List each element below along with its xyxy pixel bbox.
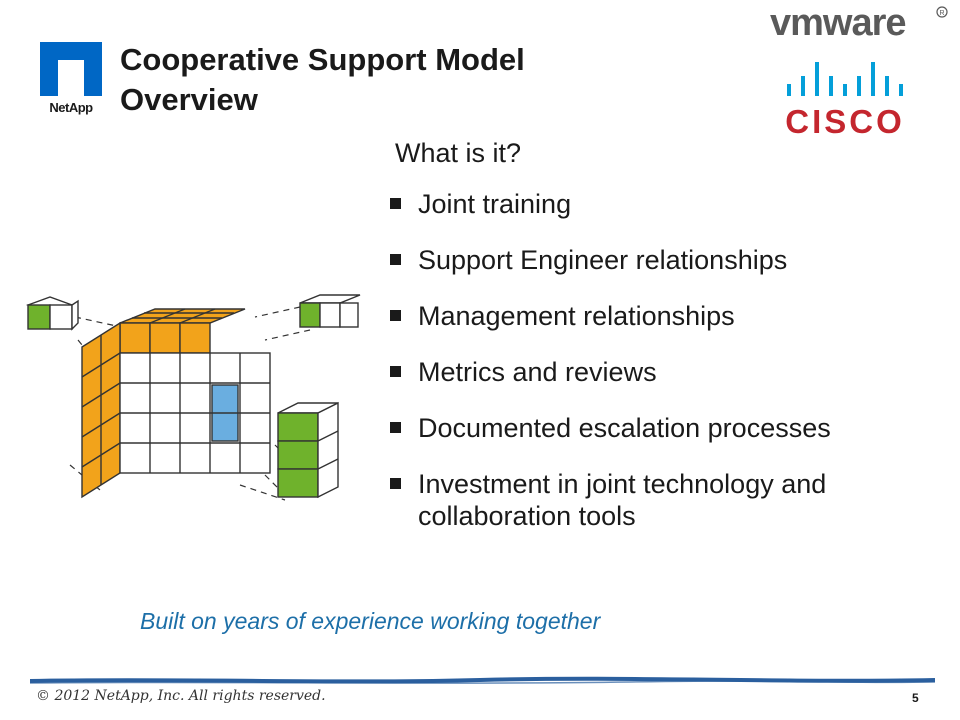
bullet-text: Investment in joint technology and colla…: [418, 469, 827, 531]
tagline: Built on years of experience working tog…: [140, 608, 601, 634]
netapp-logo: NetApp: [36, 38, 106, 118]
square-bullet-icon: [390, 310, 401, 321]
list-item: Management relationships: [383, 300, 943, 332]
title-line-1: Cooperative Support Model: [120, 42, 525, 77]
svg-text:R: R: [940, 10, 945, 17]
page-number: 5: [912, 691, 919, 705]
square-bullet-icon: [390, 366, 401, 377]
bullet-text: Management relationships: [418, 301, 735, 331]
list-item: Investment in joint technology and colla…: [383, 468, 948, 532]
square-bullet-icon: [390, 478, 401, 489]
square-bullet-icon: [390, 254, 401, 265]
vmware-logo: vmware R: [770, 2, 950, 46]
cisco-logo: CISCO: [782, 60, 922, 140]
slide-title: Cooperative Support Model Overview: [120, 40, 680, 120]
bullet-text: Support Engineer relationships: [418, 245, 788, 275]
question-heading: What is it?: [395, 138, 522, 168]
bullet-text: Joint training: [418, 189, 572, 219]
bullet-text: Documented escalation processes: [418, 413, 831, 443]
list-item: Joint training: [383, 188, 943, 220]
cube-illustration: [20, 285, 370, 515]
netapp-n-icon: [40, 42, 102, 96]
copyright-text: © 2012 NetApp, Inc. All rights reserved.: [36, 688, 326, 704]
title-line-2: Overview: [120, 82, 258, 117]
footer-divider: [29, 674, 936, 686]
square-bullet-icon: [390, 198, 401, 209]
list-item: Documented escalation processes: [383, 412, 848, 444]
vmware-wordmark: vmware: [770, 2, 906, 44]
bullet-text: Metrics and reviews: [418, 357, 657, 387]
cisco-wordmark: CISCO: [785, 103, 905, 140]
cisco-bars-icon: CISCO: [785, 62, 905, 140]
netapp-wordmark: NetApp: [49, 100, 93, 115]
list-item: Metrics and reviews: [383, 356, 943, 388]
list-item: Support Engineer relationships: [383, 244, 943, 276]
bullet-list: Joint training Support Engineer relation…: [383, 188, 943, 556]
square-bullet-icon: [390, 422, 401, 433]
